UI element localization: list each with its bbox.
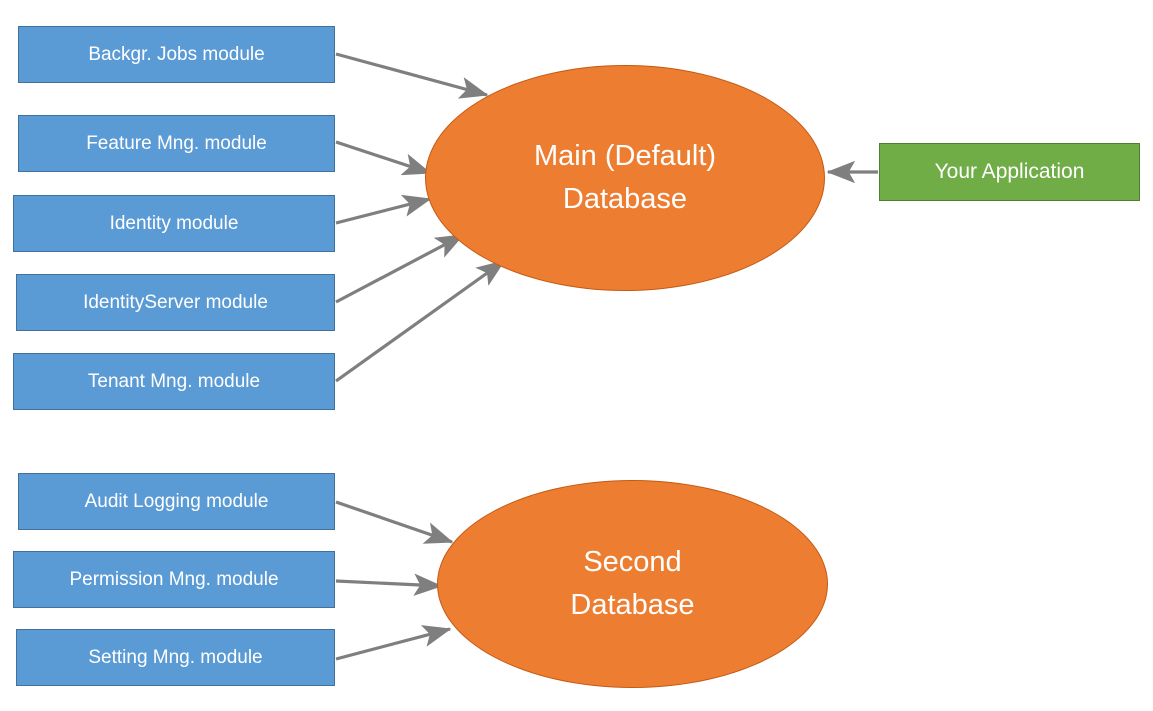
your-application-box[interactable]: Your Application: [879, 143, 1140, 201]
module-box-audit-logging[interactable]: Audit Logging module: [18, 473, 335, 530]
module-label: IdentityServer module: [83, 291, 268, 313]
arrow-identityserver-to-main: [335, 233, 465, 304]
arrow-identity-to-main: [335, 194, 432, 225]
module-box-identityserver[interactable]: IdentityServer module: [16, 274, 335, 331]
arrow-backgr-jobs-to-main: [335, 52, 489, 99]
arrow-permission-mng-to-second: [335, 573, 443, 596]
module-box-setting-mng[interactable]: Setting Mng. module: [16, 629, 335, 686]
module-box-feature-mng[interactable]: Feature Mng. module: [18, 115, 335, 172]
second-database-ellipse[interactable]: Second Database: [437, 480, 828, 688]
module-label: Identity module: [109, 212, 239, 234]
main-database-label-line2: Database: [562, 183, 688, 215]
arrow-setting-mng-to-second: [335, 625, 452, 661]
arrow-audit-logging-to-second: [335, 500, 454, 544]
module-label: Setting Mng. module: [88, 646, 263, 668]
main-database-ellipse[interactable]: Main (Default) Database: [425, 65, 825, 291]
main-database-label-line1: Main (Default): [533, 139, 717, 172]
module-label: Feature Mng. module: [86, 132, 267, 154]
module-label: Backgr. Jobs module: [88, 43, 265, 65]
module-box-identity[interactable]: Identity module: [13, 195, 335, 252]
module-label: Tenant Mng. module: [87, 370, 261, 392]
module-box-backgr-jobs[interactable]: Backgr. Jobs module: [18, 26, 335, 83]
module-box-tenant-mng[interactable]: Tenant Mng. module: [13, 353, 335, 410]
module-label: Permission Mng. module: [69, 568, 279, 590]
second-database-label-line1: Second: [583, 545, 682, 578]
your-application-label: Your Application: [934, 159, 1085, 183]
arrow-tenant-mng-to-main: [335, 259, 506, 383]
module-label: Audit Logging module: [84, 490, 269, 512]
arrow-feature-mng-to-main: [335, 140, 432, 176]
second-database-label-line2: Database: [570, 589, 695, 621]
module-box-permission-mng[interactable]: Permission Mng. module: [13, 551, 335, 608]
